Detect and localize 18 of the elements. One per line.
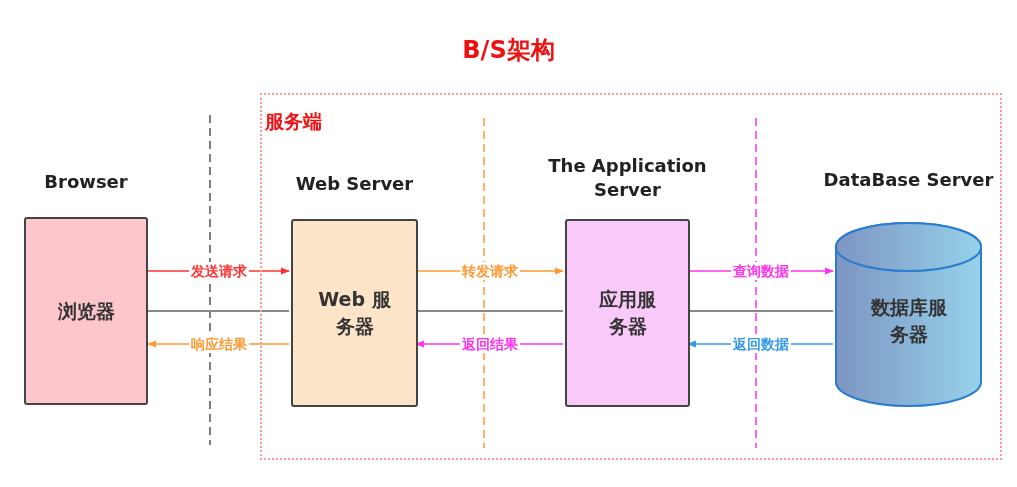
edge-label: 返回结果 xyxy=(459,335,520,353)
edge-label: 响应结果 xyxy=(188,335,249,353)
edge-label: 发送请求 xyxy=(188,262,249,280)
edge-label: 转发请求 xyxy=(459,262,520,280)
node-heading: Browser xyxy=(43,170,129,194)
edge-label: 查询数据 xyxy=(730,262,791,280)
connector-line xyxy=(147,310,290,312)
node-heading: Web Server xyxy=(294,172,415,196)
node-heading: The Application Server xyxy=(547,154,708,202)
node-label: 浏览器 xyxy=(56,298,116,324)
server-side-region xyxy=(260,93,1002,460)
node-heading: DataBase Server xyxy=(822,168,995,192)
edge-label: 返回数据 xyxy=(730,335,791,353)
node-label: 应用服务器 xyxy=(598,287,657,339)
node-label: 数据库服务器 xyxy=(869,295,948,347)
diagram-title: B/S架构 xyxy=(461,35,556,66)
region-title: 服务端 xyxy=(265,109,322,134)
node-label: Web 服务器 xyxy=(317,287,392,339)
